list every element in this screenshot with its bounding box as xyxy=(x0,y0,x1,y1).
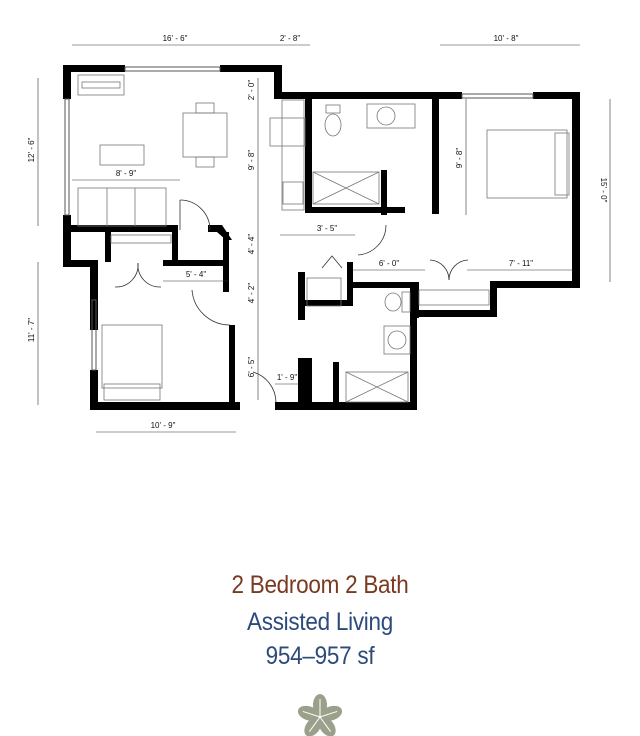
svg-text:8' - 9": 8' - 9" xyxy=(116,169,137,178)
furniture xyxy=(77,74,570,403)
svg-text:4' - 2": 4' - 2" xyxy=(247,283,256,304)
walls xyxy=(63,65,580,410)
svg-text:10' - 8": 10' - 8" xyxy=(494,34,519,43)
svg-text:16' - 6": 16' - 6" xyxy=(163,34,188,43)
care-level-label: Assisted Living xyxy=(246,608,394,636)
dresser xyxy=(77,74,125,96)
sofa xyxy=(77,187,167,227)
dimension-lines xyxy=(37,44,611,433)
svg-text:1' - 9": 1' - 9" xyxy=(277,373,298,382)
svg-text:9' - 8": 9' - 8" xyxy=(247,150,256,171)
coffee-table xyxy=(99,144,145,166)
dining-table xyxy=(182,112,228,158)
svg-text:9' - 8": 9' - 8" xyxy=(455,148,464,169)
svg-text:15' - 0": 15' - 0" xyxy=(599,178,608,203)
svg-text:2' - 8": 2' - 8" xyxy=(280,34,301,43)
windows xyxy=(64,66,534,371)
svg-text:3' - 5": 3' - 5" xyxy=(317,224,338,233)
doors xyxy=(114,199,469,403)
svg-text:6' - 5": 6' - 5" xyxy=(247,357,256,378)
svg-text:5' - 4": 5' - 4" xyxy=(186,270,207,279)
svg-text:2' - 0": 2' - 0" xyxy=(247,80,256,101)
svg-text:12' - 6": 12' - 6" xyxy=(27,137,36,162)
dimension-labels: 16' - 6" 2' - 8" 10' - 8" 12' - 6" 8' - … xyxy=(27,34,608,430)
svg-text:11' - 7": 11' - 7" xyxy=(27,318,36,342)
bed-2 xyxy=(486,129,568,199)
five-leaf-flower-icon xyxy=(297,694,343,736)
svg-text:7' - 11": 7' - 11" xyxy=(509,259,533,268)
square-footage: 954–957 sf xyxy=(265,642,375,670)
floor-plan: 16' - 6" 2' - 8" 10' - 8" 12' - 6" 8' - … xyxy=(27,34,611,433)
svg-text:6' - 0": 6' - 0" xyxy=(379,259,400,268)
unit-type-title: 2 Bedroom 2 Bath xyxy=(231,571,409,599)
svg-text:10' - 9": 10' - 9" xyxy=(151,421,176,430)
svg-text:4' - 4": 4' - 4" xyxy=(247,234,256,255)
bed-1 xyxy=(101,324,163,389)
